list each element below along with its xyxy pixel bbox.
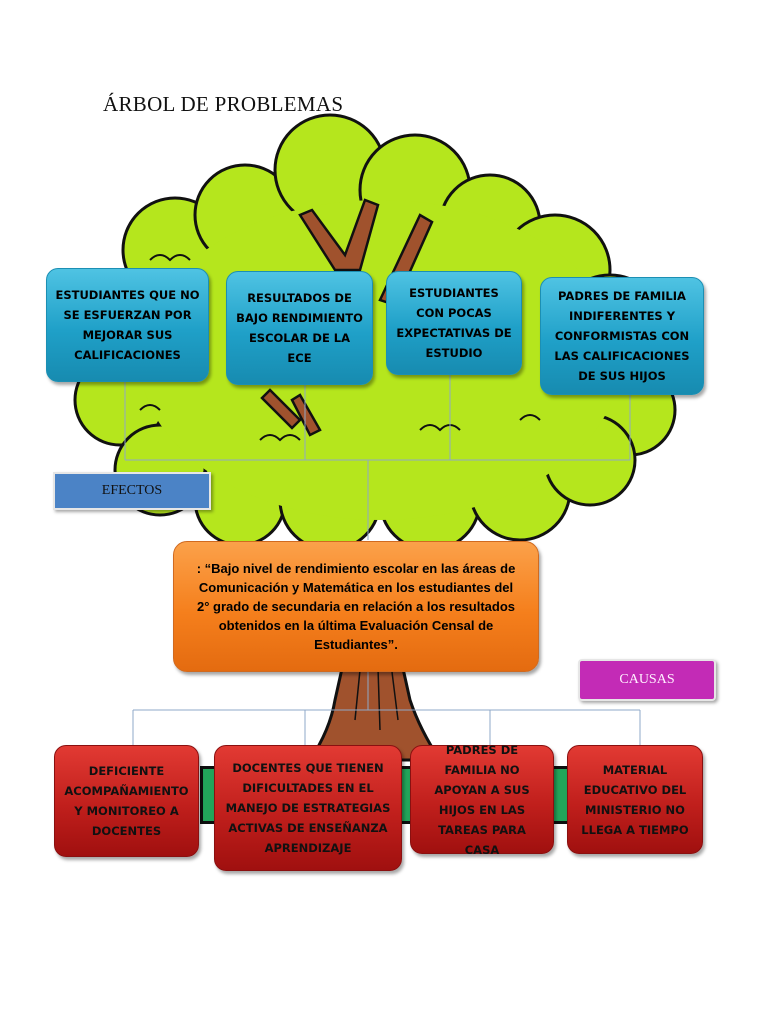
cause-box-3: PADRES DE FAMILIA NO APOYAN A SUS HIJOS … [410,743,554,857]
cause-box-2: DOCENTES QUE TIENEN DIFICULTADES EN EL M… [214,745,402,871]
effect-box-1: ESTUDIANTES QUE NO SE ESFUERZAN POR MEJO… [46,268,209,382]
causas-label: CAUSAS [578,659,716,701]
effect-box-3: ESTUDIANTES CON POCAS EXPECTATIVAS DE ES… [386,271,522,375]
efectos-label: EFECTOS [53,472,211,510]
effect-box-2: RESULTADOS DE BAJO RENDIMIENTO ESCOLAR D… [226,271,373,385]
central-problem-box: : “Bajo nivel de rendimiento escolar en … [173,541,539,672]
effects-connectors [124,375,631,540]
cause-box-1: DEFICIENTE ACOMPAÑAMIENTO Y MONITOREO A … [54,745,199,857]
causes-connectors [132,672,641,745]
cause-box-4: MATERIAL EDUCATIVO DEL MINISTERIO NO LLE… [567,745,703,854]
effect-box-4: PADRES DE FAMILIA INDIFERENTES Y CONFORM… [540,277,704,395]
page-title: ÁRBOL DE PROBLEMAS [103,92,344,116]
